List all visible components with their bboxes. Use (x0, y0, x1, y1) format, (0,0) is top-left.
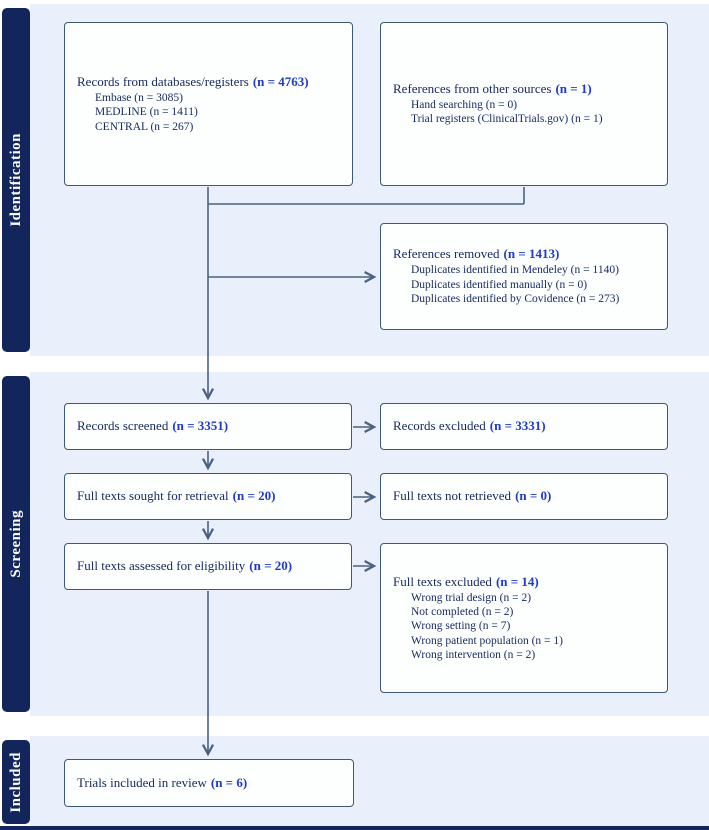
box-title-text: References removed (393, 246, 500, 262)
box-item: Wrong setting (n = 7) (411, 620, 511, 633)
box-title: Records excluded(n = 3331) (393, 418, 655, 435)
bottom-edge-strip (0, 826, 709, 830)
box-title: Records from databases/registers(n = 476… (77, 74, 340, 91)
stage-label-screening: Screening (7, 510, 24, 578)
box-title: References removed(n = 1413) (393, 246, 655, 263)
box-count: (n = 4763) (252, 73, 309, 89)
box-count: (n = 3351) (172, 418, 229, 434)
box-count: (n = 20) (232, 488, 276, 504)
box-title: Full texts not retrieved(n = 0) (393, 488, 655, 505)
box-count: (n = 20) (249, 558, 293, 574)
box-fulltexts-sought: Full texts sought for retrieval(n = 20) (64, 473, 352, 520)
box-fulltexts-not-retrieved: Full texts not retrieved(n = 0) (380, 473, 668, 520)
box-count: (n = 6) (210, 774, 248, 790)
box-item: Wrong trial design (n = 2) (411, 591, 532, 604)
stage-label-identification: Identification (7, 133, 24, 227)
box-count: (n = 3331) (489, 418, 546, 434)
box-item: Embase (n = 3085) (95, 91, 183, 104)
box-item: CENTRAL (n = 267) (95, 120, 194, 133)
box-references-removed: References removed(n = 1413) Duplicates … (380, 223, 668, 330)
box-item: Not completed (n = 2) (411, 605, 514, 618)
box-item: Duplicates identified manually (n = 0) (411, 278, 588, 291)
box-title-text: Records from databases/registers (77, 73, 249, 89)
box-trials-included: Trials included in review(n = 6) (64, 759, 354, 807)
stage-label-included: Included (7, 751, 24, 813)
box-title-text: Full texts excluded (393, 573, 492, 589)
box-title-text: Trials included in review (77, 774, 207, 790)
box-title-text: Full texts sought for retrieval (77, 488, 229, 504)
box-records-screened: Records screened(n = 3351) (64, 403, 352, 450)
stage-band-identification: Identification (2, 8, 30, 352)
box-fulltexts-excluded: Full texts excluded(n = 14) Wrong trial … (380, 543, 668, 693)
box-title: Full texts assessed for eligibility(n = … (77, 558, 339, 575)
box-title-text: Records screened (77, 418, 169, 434)
box-title: Records screened(n = 3351) (77, 418, 339, 435)
box-item: Hand searching (n = 0) (411, 99, 518, 112)
box-item: Duplicates identified by Covidence (n = … (411, 293, 620, 306)
box-count: (n = 14) (495, 573, 539, 589)
box-title-text: Full texts not retrieved (393, 488, 512, 504)
box-title: Full texts excluded(n = 14) (393, 574, 655, 591)
box-title: Full texts sought for retrieval(n = 20) (77, 488, 339, 505)
box-fulltexts-assessed: Full texts assessed for eligibility(n = … (64, 543, 352, 590)
box-title-text: References from other sources (393, 81, 552, 97)
stage-band-included: Included (2, 740, 30, 824)
box-item: Wrong patient population (n = 1) (411, 634, 563, 647)
box-title-text: Full texts assessed for eligibility (77, 558, 246, 574)
box-item: MEDLINE (n = 1411) (95, 106, 198, 119)
box-title: Trials included in review(n = 6) (77, 775, 341, 792)
box-title: References from other sources(n = 1) (393, 81, 655, 98)
box-item: Trial registers (ClinicalTrials.gov) (n … (411, 113, 603, 126)
box-records-excluded: Records excluded(n = 3331) (380, 403, 668, 450)
box-count: (n = 1413) (503, 246, 560, 262)
box-item: Duplicates identified in Mendeley (n = 1… (411, 264, 619, 277)
box-references-other-sources: References from other sources(n = 1) Han… (380, 22, 668, 186)
box-count: (n = 0) (515, 488, 552, 504)
box-title-text: Records excluded (393, 418, 486, 434)
stage-band-screening: Screening (2, 376, 30, 712)
box-records-databases: Records from databases/registers(n = 476… (64, 22, 353, 186)
box-count: (n = 1) (555, 81, 592, 97)
box-item: Wrong intervention (n = 2) (411, 649, 536, 661)
